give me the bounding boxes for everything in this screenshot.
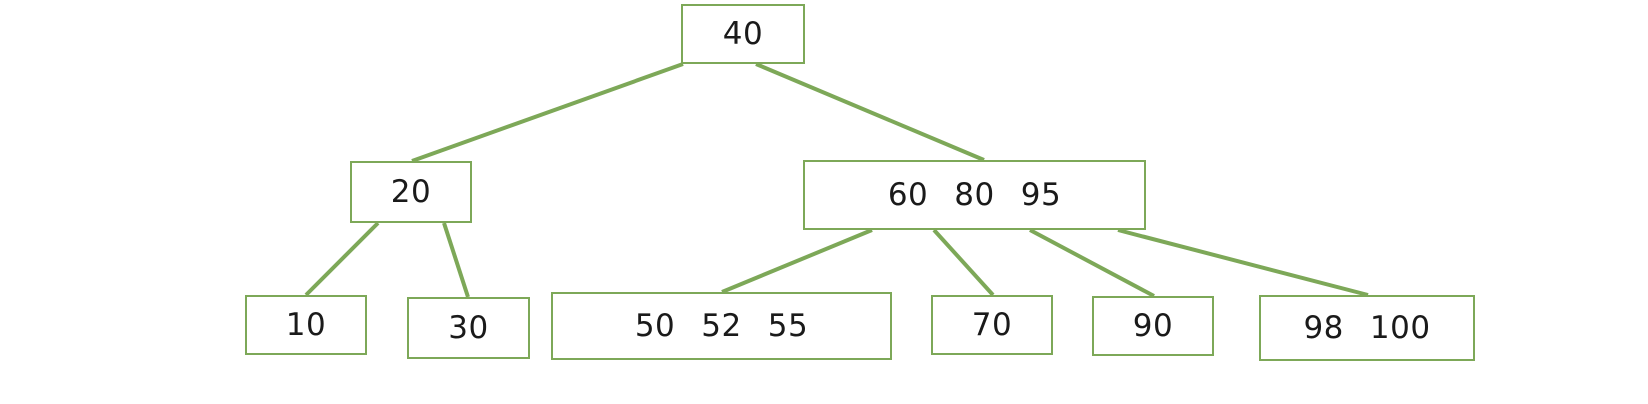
btree-node-keys: 98 100 [1303,309,1431,346]
btree-node-20[interactable]: 20 [350,161,472,223]
btree-key: 70 [971,306,1013,343]
btree-node-keys: 50 52 55 [634,307,809,344]
btree-node-10[interactable]: 10 [245,295,367,355]
btree-node-98-100[interactable]: 98 100 [1259,295,1475,361]
btree-key: 55 [767,307,809,344]
btree-node-keys: 90 [1132,307,1174,344]
btree-node-90[interactable]: 90 [1092,296,1214,356]
btree-node-50-52-55[interactable]: 50 52 55 [551,292,892,360]
btree-key: 95 [1020,176,1062,213]
btree-node-keys: 40 [722,15,764,52]
btree-key: 30 [448,309,489,346]
btree-key: 60 [887,176,929,213]
btree-key: 98 [1303,309,1344,346]
btree-node-70[interactable]: 70 [931,295,1053,355]
btree-key: 52 [701,307,742,344]
btree-node-30[interactable]: 30 [407,297,530,359]
btree-node-keys: 30 [448,309,489,346]
btree-key: 40 [722,15,764,52]
btree-key: 90 [1132,307,1174,344]
btree-key: 10 [285,306,327,343]
btree-key: 20 [390,173,432,210]
btree-key: 50 [634,307,676,344]
btree-node-40[interactable]: 40 [681,4,805,64]
btree-node-60-80-95[interactable]: 60 80 95 [803,160,1146,230]
btree-node-keys: 60 80 95 [887,176,1062,213]
btree-node-keys: 10 [285,306,327,343]
btree-node-keys: 70 [971,306,1013,343]
btree-key: 80 [954,176,995,213]
btree-node-keys: 20 [390,173,432,210]
btree-key: 100 [1369,309,1431,346]
